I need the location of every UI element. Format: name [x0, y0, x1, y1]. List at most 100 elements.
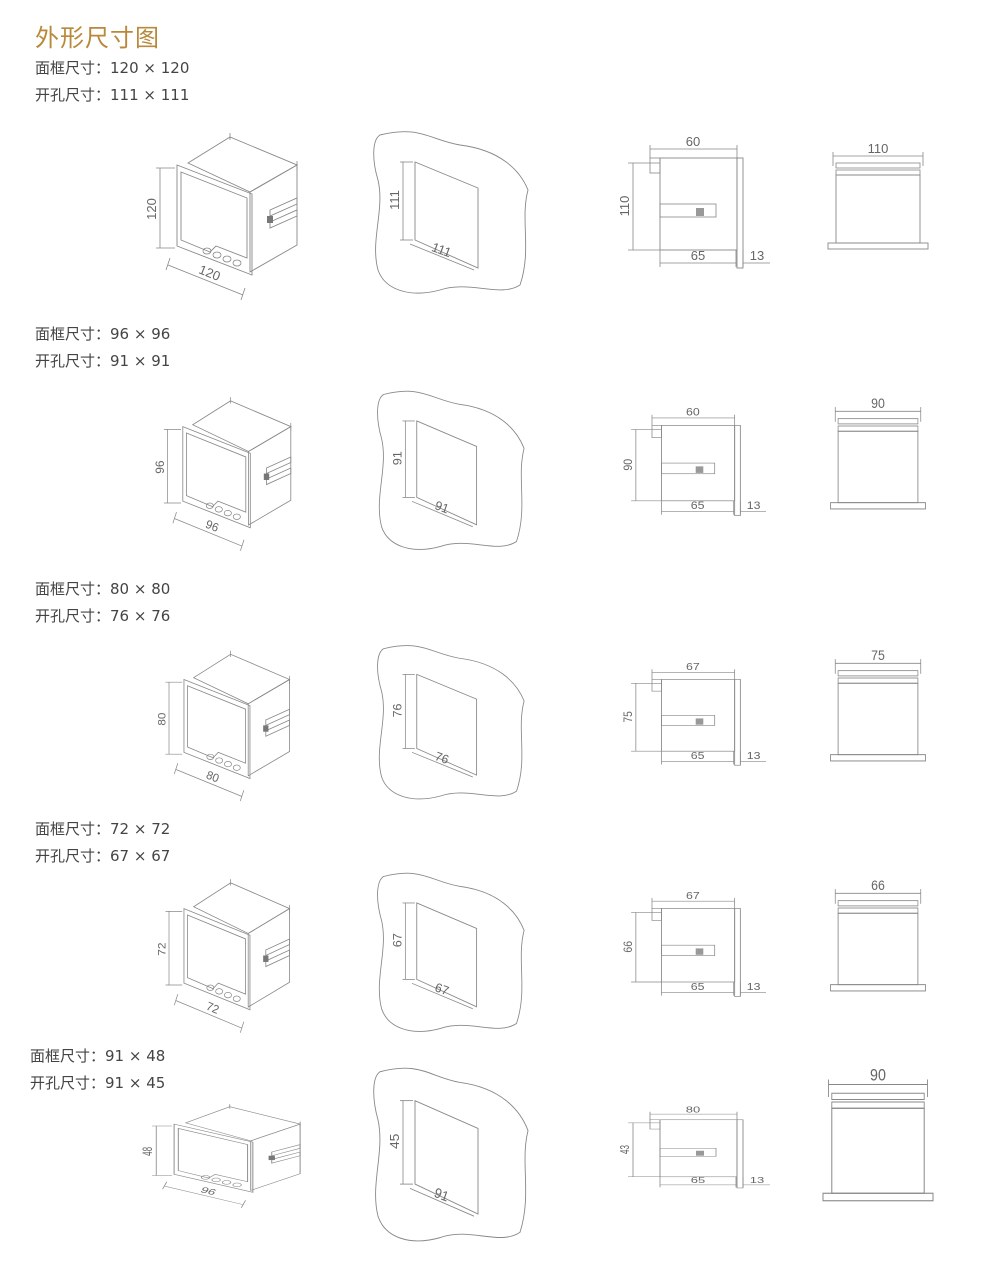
cutout-size-value: 76 × 76 [110, 607, 171, 625]
button-icon [202, 247, 212, 255]
dim-side-height-label: 66 [622, 941, 635, 953]
clip-connector [695, 466, 704, 473]
mount-clip [661, 715, 716, 726]
clip-connector [263, 725, 269, 732]
dim-side-depth-label: 67 [686, 662, 700, 673]
housing-top [835, 174, 921, 244]
clip-rail [266, 467, 292, 486]
section-5-specs: 面框尺寸：91 × 48 开孔尺寸：91 × 45 [30, 1043, 165, 1097]
dim-side-body-label: 65 [691, 1176, 705, 1185]
panel-outline [373, 131, 529, 294]
button-icon [221, 1180, 232, 1185]
dim-plate-label: 13 [750, 248, 764, 263]
panel-size-value: 96 × 96 [110, 325, 171, 343]
cutout-size-label: 开孔尺寸： [30, 1074, 106, 1092]
cutout-hole [416, 902, 478, 1008]
clip-connector [268, 1155, 275, 1161]
button-icon [222, 255, 232, 263]
panel-outline [377, 872, 525, 1032]
dim-side-height-label: 43 [618, 1145, 632, 1154]
panel-size-value: 120 × 120 [110, 59, 190, 77]
top-rail [831, 1092, 925, 1100]
clip-rail [271, 1151, 301, 1164]
button-icon [214, 506, 223, 513]
dim-cut-width-label: 91 [433, 498, 451, 516]
display-window [180, 171, 248, 259]
clip-connector [263, 473, 270, 480]
dim-front-width-label: 96 [198, 1186, 218, 1197]
section-3-specs: 面框尺寸：80 × 80 开孔尺寸：76 × 76 [35, 576, 170, 630]
top-rail [837, 907, 919, 914]
line [173, 994, 179, 1006]
button-icon [232, 764, 241, 771]
dim-plate-label: 13 [750, 1176, 764, 1185]
clip-connector [267, 216, 273, 223]
mount-clip [661, 944, 716, 956]
cutout-size-value: 67 × 67 [110, 847, 171, 865]
housing-top [192, 653, 291, 705]
section-4-specs: 面框尺寸：72 × 72 开孔尺寸：67 × 67 [35, 816, 170, 870]
terminal [649, 1119, 661, 1130]
button-icon [200, 1175, 211, 1180]
housing-side [249, 164, 298, 273]
cutout-size-value: 91 × 45 [105, 1074, 166, 1092]
dim-front-width [175, 769, 243, 797]
line [239, 790, 245, 802]
clip-rail [265, 949, 290, 968]
clip-rail [266, 456, 292, 475]
dim-front-height-label: 96 [153, 460, 167, 474]
cutout-size-value: 111 × 111 [110, 86, 190, 104]
button-icon [206, 984, 215, 991]
display-window [185, 432, 247, 513]
front-panel [183, 678, 251, 780]
cutout-hole [416, 420, 478, 526]
clip-connector [696, 1150, 704, 1156]
top-rail [835, 162, 921, 169]
front-plate [736, 1119, 744, 1189]
clip-rail [269, 197, 298, 217]
page-title: 外形尺寸图 [35, 24, 160, 52]
terminal [651, 679, 662, 692]
dim-cut-height-label: 45 [387, 1134, 401, 1149]
dim-top-width-label: 90 [871, 396, 885, 412]
cutout-hole [414, 1099, 479, 1215]
dim-side-body-label: 65 [691, 982, 705, 993]
front-plate [736, 157, 744, 269]
dim-cut-width [411, 751, 473, 778]
dim-side-height-label: 90 [622, 459, 635, 471]
top-rail [837, 418, 919, 425]
dim-side-body-label: 65 [691, 751, 705, 762]
top-view: 75 [830, 648, 926, 762]
front-plate [830, 754, 926, 762]
dim-front-height-label: 48 [141, 1147, 156, 1156]
side-view: 67 75 65 13 [622, 662, 766, 766]
section-2-specs: 面框尺寸：96 × 96 开孔尺寸：91 × 91 [35, 321, 170, 375]
clip-connector [263, 955, 269, 962]
dim-cut-height-label: 67 [391, 933, 405, 947]
dim-side-depth-label: 67 [686, 891, 700, 902]
line [239, 1021, 245, 1033]
dim-cut-width-label: 76 [433, 749, 451, 767]
line [173, 763, 179, 775]
panel-outline [377, 390, 525, 550]
dim-plate-label: 13 [747, 751, 761, 762]
front-panel [182, 425, 251, 529]
dim-top-width-label: 90 [870, 1067, 886, 1085]
dim-side-height-label: 75 [622, 711, 635, 722]
section-1-specs: 面框尺寸：120 × 120 开孔尺寸：111 × 111 [35, 55, 189, 109]
dim-front-width [174, 518, 243, 547]
clip-connector [695, 718, 704, 725]
front-panel [176, 164, 253, 276]
dim-side-body-label: 65 [691, 248, 705, 263]
mount-clip [659, 203, 717, 218]
dim-cut-height-label: 91 [391, 451, 405, 465]
dim-front-width [167, 264, 244, 296]
